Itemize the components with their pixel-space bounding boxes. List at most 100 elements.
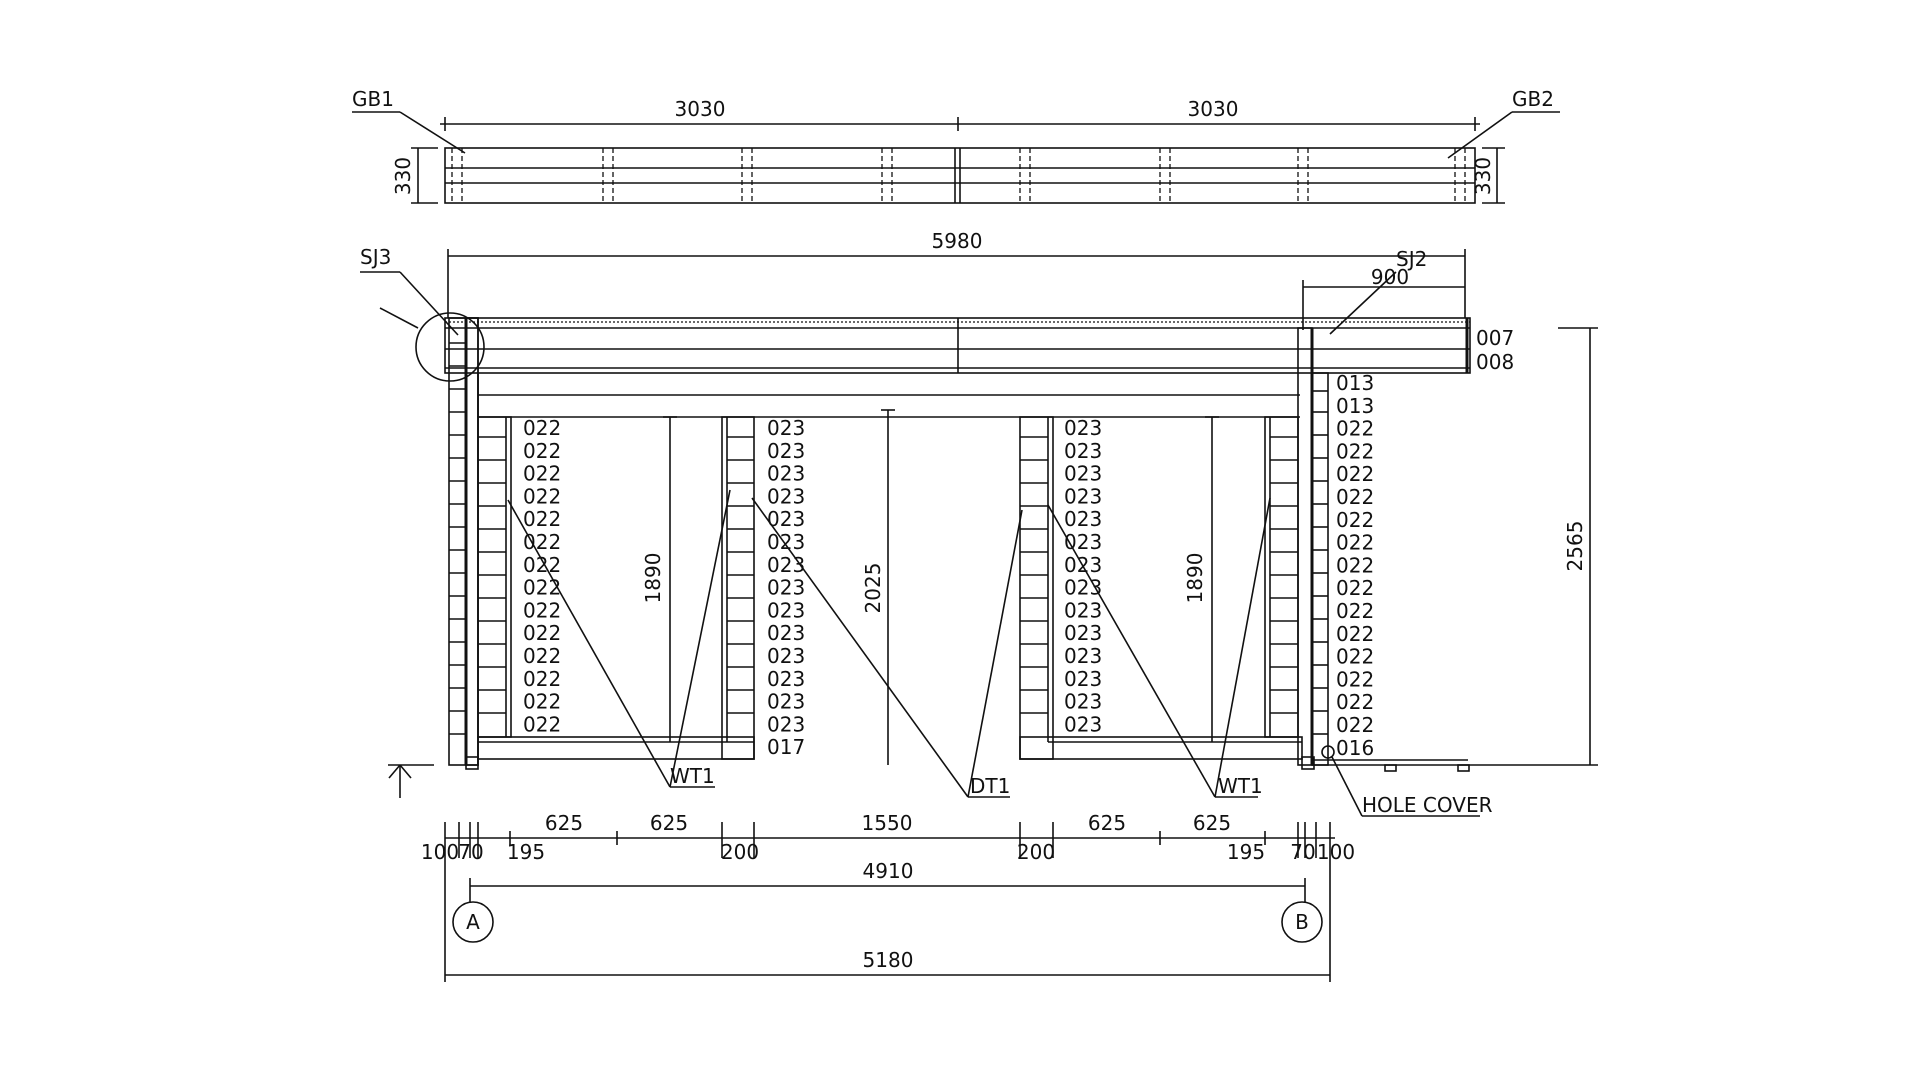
main-elevation: 5980 900 007 008 [360,229,1598,817]
log-code-label: 022 [1336,462,1374,486]
hole-cover-marker [1321,745,1335,759]
log-code-label: 023 [1064,598,1102,622]
detail-callout-circle [415,312,485,382]
log-code-label: 023 [1064,507,1102,531]
code-beam-upper: 007 [1476,326,1514,350]
ground-level-arrow-icon [388,764,434,798]
log-code-label: 023 [1064,667,1102,691]
dim-bottom-2-g: 70 [1290,840,1315,864]
log-code-label: 022 [523,644,561,668]
log-code-label: 022 [523,667,561,691]
label-grid-b: B [1295,910,1309,934]
log-code-label: 022 [523,621,561,645]
log-code-label: 022 [523,553,561,577]
log-code-label: 022 [1336,531,1374,555]
dim-wall-height: 2565 [1563,521,1587,572]
log-code-label: 022 [523,507,561,531]
log-code-label: 023 [1064,690,1102,714]
log-code-label: 023 [1064,439,1102,463]
log-code-label: 023 [1064,712,1102,736]
log-code-label: 023 [1064,462,1102,486]
log-code-label: 022 [1336,485,1374,509]
log-code-label: 023 [767,484,805,508]
pier1-logs [727,436,754,714]
label-grid-a: A [466,910,480,934]
dim-bottom-2-h: 100 [1317,840,1355,864]
log-code-label: 013 [1336,394,1374,418]
log-code-label: 022 [1336,690,1374,714]
log-code-label: 022 [1336,508,1374,532]
log-code-label: 023 [767,667,805,691]
log-code-label: 022 [1336,576,1374,600]
log-code-label: 023 [1064,530,1102,554]
label-wt1-right: WT1 [1218,774,1263,798]
log-code-label: 022 [523,576,561,600]
log-code-label: 022 [1336,439,1374,463]
log-code-label: 013 [1336,371,1374,395]
label-sj2: SJ2 [1396,247,1427,271]
left-jamb-logs [478,436,506,714]
log-code-label: 016 [1336,736,1374,760]
gable-beam-plan: 3030 3030 330 330 GB1 GB2 [352,87,1560,204]
log-code-label: 023 [1064,553,1102,577]
bottom-dimensions: 625 625 1550 625 625 100 70 195 200 200 … [421,811,1355,982]
dim-bottom-2-d: 200 [721,840,759,864]
log-code-label: 023 [767,439,805,463]
log-code-label: 022 [523,690,561,714]
log-code-label: 022 [523,416,561,440]
dim-bottom-2-a: 100 [421,840,459,864]
left-wall-notches [449,342,466,735]
log-code-label: 022 [1336,622,1374,646]
log-code-label: 023 [767,416,805,440]
log-code-label: 023 [767,644,805,668]
log-code-label: 023 [1064,621,1102,645]
log-code-label: 023 [1064,484,1102,508]
dim-top-left: 3030 [675,97,726,121]
log-code-label: 023 [767,712,805,736]
dim-window-right-height: 1890 [1183,553,1207,604]
dim-bottom-2-c: 195 [507,840,545,864]
log-code-label: 023 [1064,644,1102,668]
dim-base-width: 5180 [863,948,914,972]
pier2-logs [1020,436,1048,714]
log-code-label: 022 [1336,645,1374,669]
right-wall-notches [1312,390,1328,735]
dim-height-right: 330 [1471,157,1495,195]
dim-bottom-1-e: 625 [1193,811,1231,835]
log-code-label: 023 [767,462,805,486]
log-code-column-left-pier: 0230230230230230230230230230230230230230… [767,416,805,759]
dim-grid-span: 4910 [863,859,914,883]
log-code-label: 023 [767,598,805,622]
log-code-column-right-pier: 0230230230230230230230230230230230230230… [1064,416,1102,736]
label-gb2: GB2 [1512,87,1554,111]
log-code-label: 022 [1336,599,1374,623]
log-code-label: 017 [767,735,805,759]
log-code-label: 022 [523,530,561,554]
log-code-label: 023 [767,553,805,577]
dim-bottom-2-f: 195 [1227,840,1265,864]
log-code-column-left-window: 0220220220220220220220220220220220220220… [523,416,561,736]
log-code-label: 023 [767,621,805,645]
log-code-label: 023 [767,507,805,531]
log-code-label: 023 [1064,576,1102,600]
log-code-label: 022 [523,712,561,736]
log-code-label: 022 [523,439,561,463]
label-gb1: GB1 [352,87,394,111]
log-code-label: 022 [1336,667,1374,691]
dim-bottom-1-b: 625 [650,811,688,835]
label-sj3: SJ3 [360,245,391,269]
grid-bubble-a [452,901,494,943]
dim-overall-width: 5980 [932,229,983,253]
log-code-label: 023 [767,576,805,600]
label-wt1-left: WT1 [670,764,715,788]
log-code-label: 023 [767,530,805,554]
log-code-label: 023 [767,690,805,714]
code-beam-lower: 008 [1476,350,1514,374]
dim-height-left: 330 [391,157,415,195]
dim-bottom-1-c: 1550 [862,811,913,835]
log-code-label: 022 [523,598,561,622]
dim-bottom-1-d: 625 [1088,811,1126,835]
right-jamb-logs [1270,436,1298,714]
dim-door-height: 2025 [861,563,885,614]
